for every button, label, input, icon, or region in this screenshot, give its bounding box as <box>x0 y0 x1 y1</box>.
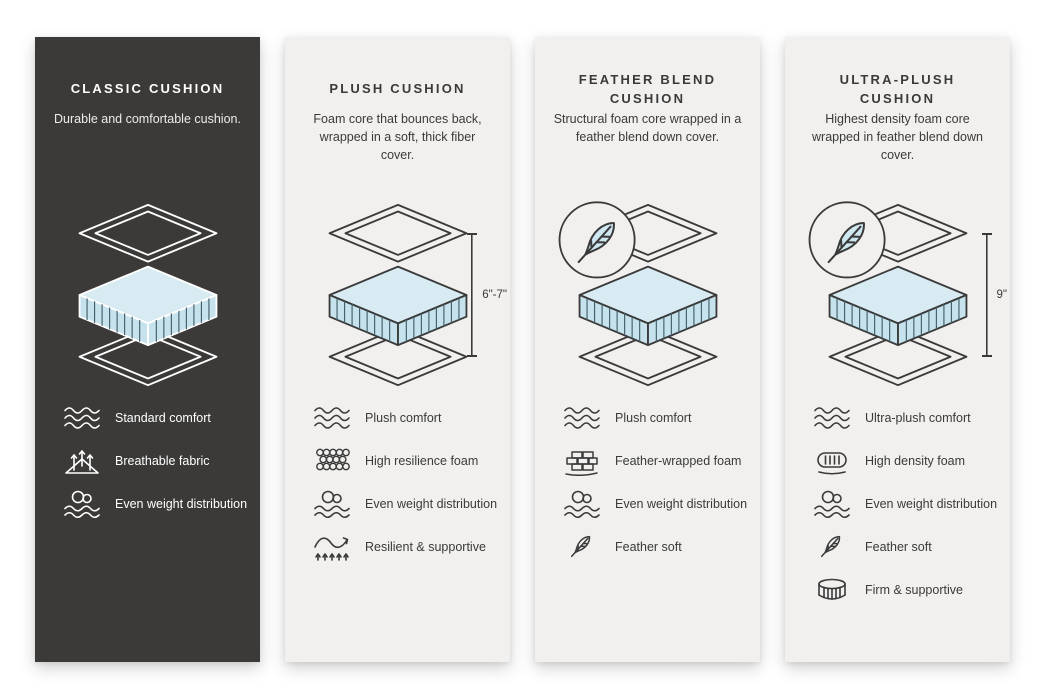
feature-list: Plush comfort Feather-wrapped foam Even … <box>535 403 760 562</box>
comfort-waves-icon <box>62 403 102 433</box>
feature-label: High resilience foam <box>365 453 479 468</box>
comfort-waves-icon <box>562 403 602 433</box>
feature-label: High density foam <box>865 453 966 468</box>
feature-row: Feather soft <box>812 532 998 562</box>
high-resilience-foam-icon <box>312 446 352 476</box>
card-plush-cushion: PLUSH CUSHION Foam core that bounces bac… <box>285 37 510 662</box>
card-description: Durable and comfortable cushion. <box>54 112 241 126</box>
height-indicator-line <box>467 233 478 357</box>
feature-label: Even weight distribution <box>365 496 498 511</box>
height-indicator-line <box>981 233 992 357</box>
feature-label: Breathable fabric <box>115 453 210 468</box>
card-ultra-plush-cushion: ULTRA-PLUSH CUSHION Highest density foam… <box>785 37 1010 662</box>
cushion-diagram <box>35 193 260 387</box>
cushion-diagram <box>535 193 760 387</box>
feature-row: Breathable fabric <box>62 446 248 476</box>
card-classic-cushion: CLASSIC CUSHION Durable and comfortable … <box>35 37 260 662</box>
feature-row: Plush comfort <box>312 403 498 433</box>
feature-row: Firm & supportive <box>812 575 998 605</box>
feature-list: Standard comfort Breathable fabric Even … <box>35 403 260 519</box>
feature-label: Plush comfort <box>615 410 692 425</box>
feature-row: Even weight distribution <box>312 489 498 519</box>
card-feather-blend-cushion: FEATHER BLEND CUSHION Structural foam co… <box>535 37 760 662</box>
feature-label: Even weight distribution <box>615 496 748 511</box>
feature-label: Feather-wrapped foam <box>615 453 742 468</box>
breathable-fabric-icon <box>62 446 102 476</box>
feather-icon <box>562 532 602 562</box>
card-title: PLUSH CUSHION <box>329 81 466 97</box>
feature-list: Plush comfort High resilience foam Even … <box>285 403 510 562</box>
feature-row: Even weight distribution <box>812 489 998 519</box>
feature-row: Even weight distribution <box>62 489 248 519</box>
feature-label: Plush comfort <box>365 410 442 425</box>
height-indicator: 9" <box>981 233 1007 357</box>
feature-row: High density foam <box>812 446 998 476</box>
feature-row: Resilient & supportive <box>312 532 498 562</box>
feature-row: Standard comfort <box>62 403 248 433</box>
cushion-layers-illustration <box>78 203 217 387</box>
height-label: 6"-7" <box>482 289 507 301</box>
card-title: ULTRA-PLUSH CUSHION <box>839 71 956 107</box>
card-title: FEATHER BLEND CUSHION <box>578 71 717 107</box>
even-weight-distribution-icon <box>312 489 352 519</box>
card-description: Highest density foam core wrapped in fea… <box>812 112 983 162</box>
cushion-layers-illustration <box>558 201 717 387</box>
even-weight-distribution-icon <box>62 489 102 519</box>
cushion-layers-illustration <box>808 201 967 387</box>
cushion-diagram: 9" <box>785 193 1010 387</box>
feather-badge <box>808 201 886 279</box>
feature-label: Feather soft <box>615 539 682 554</box>
resilient-supportive-icon <box>312 532 352 562</box>
high-density-foam-icon <box>812 446 852 476</box>
feature-list: Ultra-plush comfort High density foam Ev… <box>785 403 1010 605</box>
feature-row: High resilience foam <box>312 446 498 476</box>
card-description: Foam core that bounces back, wrapped in … <box>313 112 482 162</box>
feature-row: Plush comfort <box>562 403 748 433</box>
feature-label: Firm & supportive <box>865 582 963 597</box>
height-label: 9" <box>996 289 1007 301</box>
feather-icon <box>812 532 852 562</box>
feature-label: Feather soft <box>865 539 932 554</box>
feather-wrapped-foam-icon <box>562 446 602 476</box>
feature-row: Feather soft <box>562 532 748 562</box>
cushion-layers-illustration <box>328 203 467 387</box>
feature-label: Ultra-plush comfort <box>865 410 971 425</box>
feather-badge <box>558 201 636 279</box>
comfort-waves-icon <box>812 403 852 433</box>
comfort-waves-icon <box>312 403 352 433</box>
feature-label: Even weight distribution <box>115 496 248 511</box>
firm-supportive-icon <box>812 575 852 605</box>
feature-label: Even weight distribution <box>865 496 998 511</box>
feature-row: Even weight distribution <box>562 489 748 519</box>
feature-label: Standard comfort <box>115 410 211 425</box>
card-title: CLASSIC CUSHION <box>70 81 225 97</box>
even-weight-distribution-icon <box>562 489 602 519</box>
height-indicator: 6"-7" <box>467 233 507 357</box>
even-weight-distribution-icon <box>812 489 852 519</box>
feature-label: Resilient & supportive <box>365 539 486 554</box>
card-description: Structural foam core wrapped in a feathe… <box>553 112 742 144</box>
feature-row: Feather-wrapped foam <box>562 446 748 476</box>
cushion-diagram: 6"-7" <box>285 193 510 387</box>
feature-row: Ultra-plush comfort <box>812 403 998 433</box>
